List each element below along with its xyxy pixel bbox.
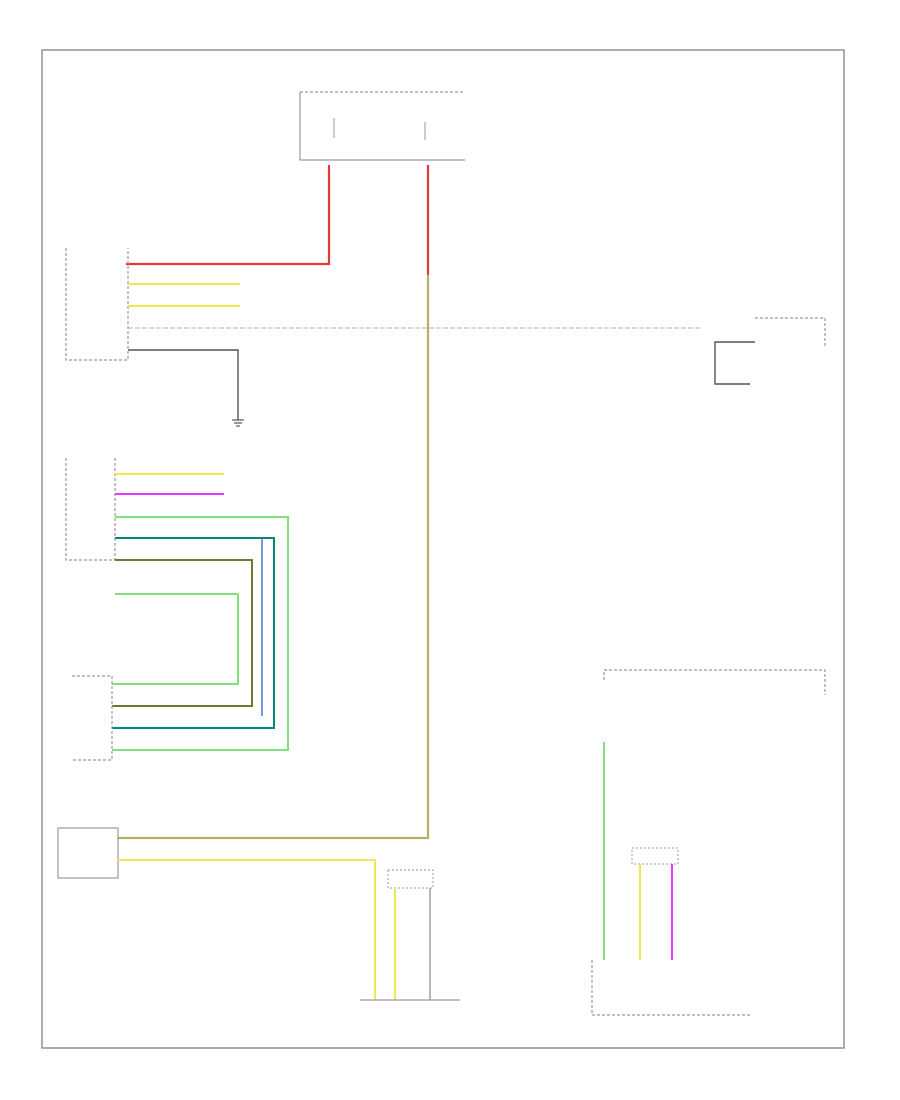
bottom-center-splice — [387, 869, 434, 889]
right-component — [714, 317, 826, 385]
ac-control-module — [65, 458, 116, 561]
trans-range-sensor — [603, 669, 826, 695]
wire-green-2 — [112, 593, 239, 685]
tcm-bottom — [591, 960, 750, 1016]
ac-module-outline — [65, 458, 116, 561]
trans-range-outline — [603, 669, 826, 695]
wire-green-1 — [112, 516, 289, 751]
ground-symbol — [232, 419, 244, 427]
wire-red-left — [126, 165, 331, 266]
wire-olive-1 — [112, 559, 253, 707]
tcm-bottom-outline — [591, 960, 750, 1016]
wire-olive-main — [118, 275, 430, 840]
wire-teal-1 — [112, 537, 275, 729]
wire-black-ground — [128, 349, 239, 420]
right-component-ground-wire — [714, 341, 755, 385]
fuse-block — [299, 91, 465, 161]
lower-left-connector — [72, 675, 113, 761]
diagram-border — [41, 49, 845, 1049]
bsi-outline — [57, 827, 119, 879]
lower-connector-outline — [72, 675, 113, 761]
wire-yellow-4 — [118, 859, 376, 1000]
bottom-right-splice — [631, 847, 679, 865]
fuse-block-outline — [299, 92, 465, 161]
bcm-outline — [65, 248, 129, 361]
body-control-module — [65, 248, 129, 361]
right-component-outline — [755, 317, 826, 348]
splice-box — [387, 869, 434, 889]
brake-shift-interlock-switch — [57, 827, 119, 879]
